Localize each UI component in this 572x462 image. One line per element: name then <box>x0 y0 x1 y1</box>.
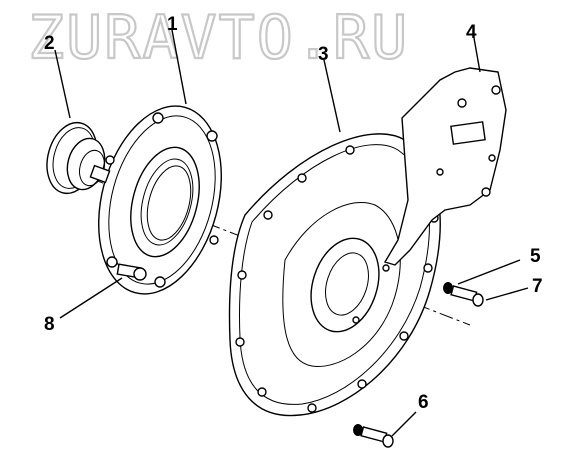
bolt-7 <box>450 285 484 307</box>
callout-2: 2 <box>44 33 55 54</box>
housing-plate <box>228 133 441 417</box>
mounting-bracket <box>383 67 507 266</box>
bearing-flange <box>98 105 222 295</box>
washer-5 <box>443 282 453 294</box>
callout-5: 5 <box>530 246 541 267</box>
stud-bolt <box>116 263 147 281</box>
callout-1: 1 <box>167 14 178 35</box>
leader-lines <box>54 29 529 437</box>
bolt-6 <box>353 424 394 448</box>
callout-4: 4 <box>466 22 477 43</box>
watermark-text: ZURAVTO.RU <box>28 3 409 73</box>
callout-3: 3 <box>318 44 329 65</box>
drive-gear <box>46 121 111 195</box>
callout-6: 6 <box>418 392 429 413</box>
callout-7: 7 <box>532 276 543 297</box>
callout-8: 8 <box>44 314 55 335</box>
